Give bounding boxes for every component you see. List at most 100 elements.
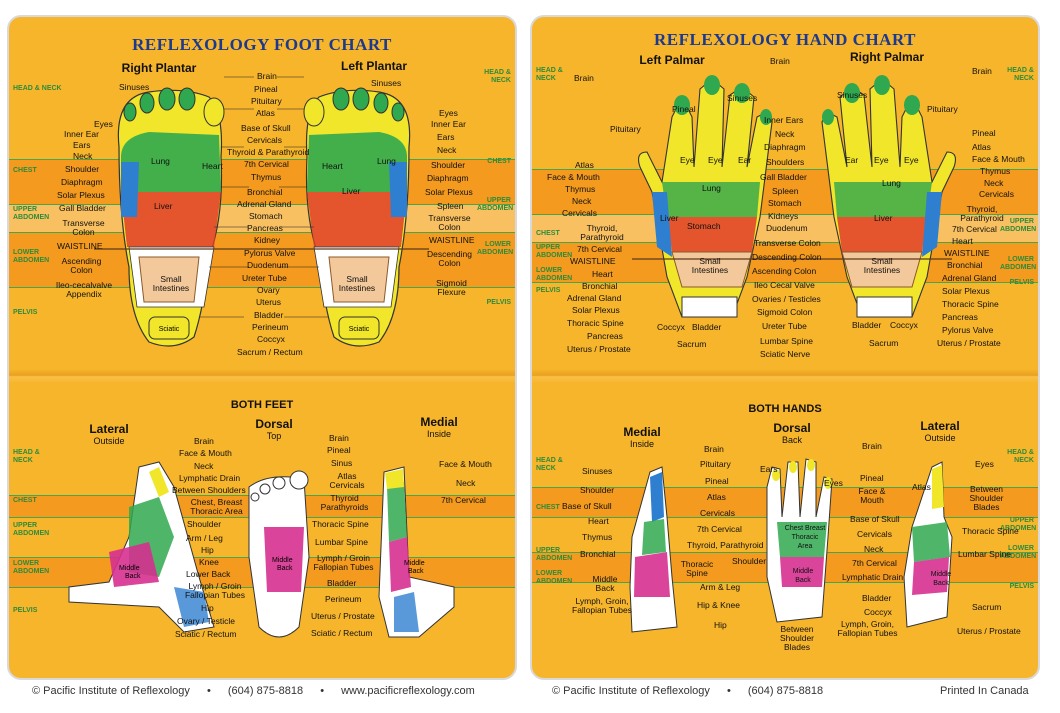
svg-text:Sciatic: Sciatic [159, 326, 180, 333]
htc-sacrum: Sacrum [677, 339, 707, 349]
label-stomach: Stomach [249, 211, 283, 221]
htl-solar-plexus: Solar Plexus [572, 305, 620, 315]
htl-face-mouth: Face & Mouth [547, 172, 600, 182]
svg-text:Back: Back [277, 565, 293, 572]
footer-org: © Pacific Institute of Reflexology [32, 685, 190, 697]
bc-bladder: Bladder [327, 578, 357, 588]
htc-descending: Descending Colon [752, 252, 822, 262]
htr-bladder: Bladder [852, 320, 882, 330]
htl-7th-cervical: 7th Cervical [577, 244, 622, 254]
bc-perineum: Perineum [325, 594, 362, 604]
lateral-foot: Middle Back [68, 461, 215, 633]
hbc-middle-back: Middle Back [792, 568, 814, 584]
hbc-hip-knee: Hip & Knee [697, 600, 740, 610]
zone-lower-abdomen-right: LOWER ABDOMEN [477, 241, 514, 256]
htr-7th-cervical: 7th Cervical [952, 224, 997, 234]
bl-arm-leg: Arm / Leg [186, 533, 223, 543]
hand-organ-liver-2: Liver [874, 213, 893, 223]
medial-hand [629, 466, 678, 633]
htl-uterus: Uterus / Prostate [567, 344, 631, 354]
label-solar-plexus-l: Solar Plexus [57, 190, 105, 200]
htr-waistline: WAISTLINE [944, 248, 990, 258]
htc-duodenum: Duodenum [766, 223, 808, 233]
label-perineum: Perineum [252, 322, 289, 332]
organ-liver-r: Liver [154, 201, 173, 211]
htl-cervicals: Cervicals [562, 208, 597, 218]
hbr-between-shoulder: Between Shoulder Blades [969, 484, 1004, 512]
hbr-cervicals: Cervicals [857, 529, 892, 539]
zone-head-neck-right: HEAD & NECK [484, 69, 511, 84]
label-waistline-l: WAISTLINE [57, 241, 103, 251]
lower-abdomen-band [9, 232, 515, 287]
organ-lung-l: Lung [377, 156, 396, 166]
label-diaphragm-l: Diaphragm [61, 177, 103, 187]
organ-small-intestines-r: Small Intestines [152, 274, 190, 293]
htr-bronchial: Bronchial [947, 260, 983, 270]
label-shoulder-l: Shoulder [65, 164, 100, 174]
svg-text:Middle: Middle [404, 560, 425, 567]
upper-abdomen-band [9, 204, 515, 232]
hand-chest-band [532, 169, 1038, 214]
label-transverse-colon-l: Transverse Colon [62, 218, 105, 237]
htc-stomach: Stomach [768, 198, 802, 208]
bc-thoracic-spine: Thoracic Spine [312, 519, 369, 529]
hbr-lumbar: Lumbar Spine [958, 549, 1011, 559]
htl-pineal: Pineal [672, 104, 696, 114]
hbr-eyes: Eyes [975, 459, 994, 469]
hand-zone-pelvis-bottom-r: PELVIS [1009, 583, 1034, 590]
hand-zone-upper-right: UPPER ABDOMEN [1000, 218, 1037, 233]
right-plantar-foot: Sciatic [117, 87, 225, 347]
hbr-bladder: Bladder [862, 593, 892, 603]
label-neck-r: Neck [437, 145, 457, 155]
hand-zone-upper-bottom-r: UPPER ABDOMEN [1000, 517, 1037, 532]
zone-head-neck-left: HEAD & NECK [13, 85, 62, 92]
hbc-7th-cervical: 7th Cervical [697, 524, 742, 534]
hbr-lymphatic: Lymphatic Drain [842, 572, 904, 582]
label-atlas: Atlas [256, 108, 275, 118]
htc-sciatic: Sciatic Nerve [760, 349, 811, 359]
hbr-brain: Brain [862, 441, 882, 451]
footer-phone: (604) 875-8818 [227, 685, 304, 697]
label-shoulder-r: Shoulder [431, 160, 466, 170]
label-sinuses-r: Sinuses [371, 78, 402, 88]
zone-lower-abdomen-left: LOWER ABDOMEN [13, 249, 50, 264]
hand-organ-eye-2: Eye [708, 155, 723, 165]
footer-url[interactable]: www.pacificreflexology.com [341, 685, 475, 697]
bc-pineal: Pineal [327, 445, 351, 455]
lateral-hand [903, 461, 953, 628]
htr-neck: Neck [984, 178, 1004, 188]
hand-organ-eye-4: Eye [904, 155, 919, 165]
label-ears-r: Ears [437, 132, 455, 142]
bl-hip-2: Hip [201, 603, 214, 613]
br-7th-cervical: 7th Cervical [441, 495, 486, 505]
footer-bullet: • [726, 685, 731, 697]
zone-chest-bottom-left: CHEST [13, 497, 37, 504]
htr-thoracic: Thoracic Spine [942, 299, 999, 309]
hbl-base-skull: Base of Skull [562, 501, 612, 511]
bc-lymph-groin: Lymph / Groin Fallopian Tubes [313, 553, 374, 572]
label-gall-bladder: Gall Bladder [59, 203, 106, 213]
zone-chest-left: CHEST [13, 167, 37, 174]
left-plantar-heading: Left Plantar [340, 59, 407, 73]
htc-sinuses: Sinuses [727, 93, 758, 103]
organ-heart-r: Heart [202, 161, 223, 171]
hand-organ-liver-1: Liver [660, 213, 679, 223]
hand-zone-pelvis-right: PELVIS [1009, 279, 1034, 286]
hbc-thyroid: Thyroid, Parathyroid [687, 540, 764, 550]
hbc-shoulder: Shoulder [732, 556, 767, 566]
svg-text:Middle: Middle [272, 557, 293, 564]
label-pancreas: Pancreas [247, 223, 283, 233]
foot-card-footer: © Pacific Institute of Reflexology • (60… [32, 685, 475, 697]
label-inner-ear-l: Inner Ear [64, 129, 99, 139]
bc-brain: Brain [329, 433, 349, 443]
label-diaphragm-r: Diaphragm [427, 173, 469, 183]
footer-bullet: • [206, 685, 211, 697]
dorsal-foot: Middle Back [248, 470, 310, 638]
left-palmar-hand [638, 75, 773, 318]
hbc-chest-breast: Chest Breast Thoracic Area [784, 525, 826, 550]
bl-face-mouth: Face & Mouth [179, 448, 232, 458]
bc-thyroid: Thyroid Parathyroids [320, 493, 369, 512]
